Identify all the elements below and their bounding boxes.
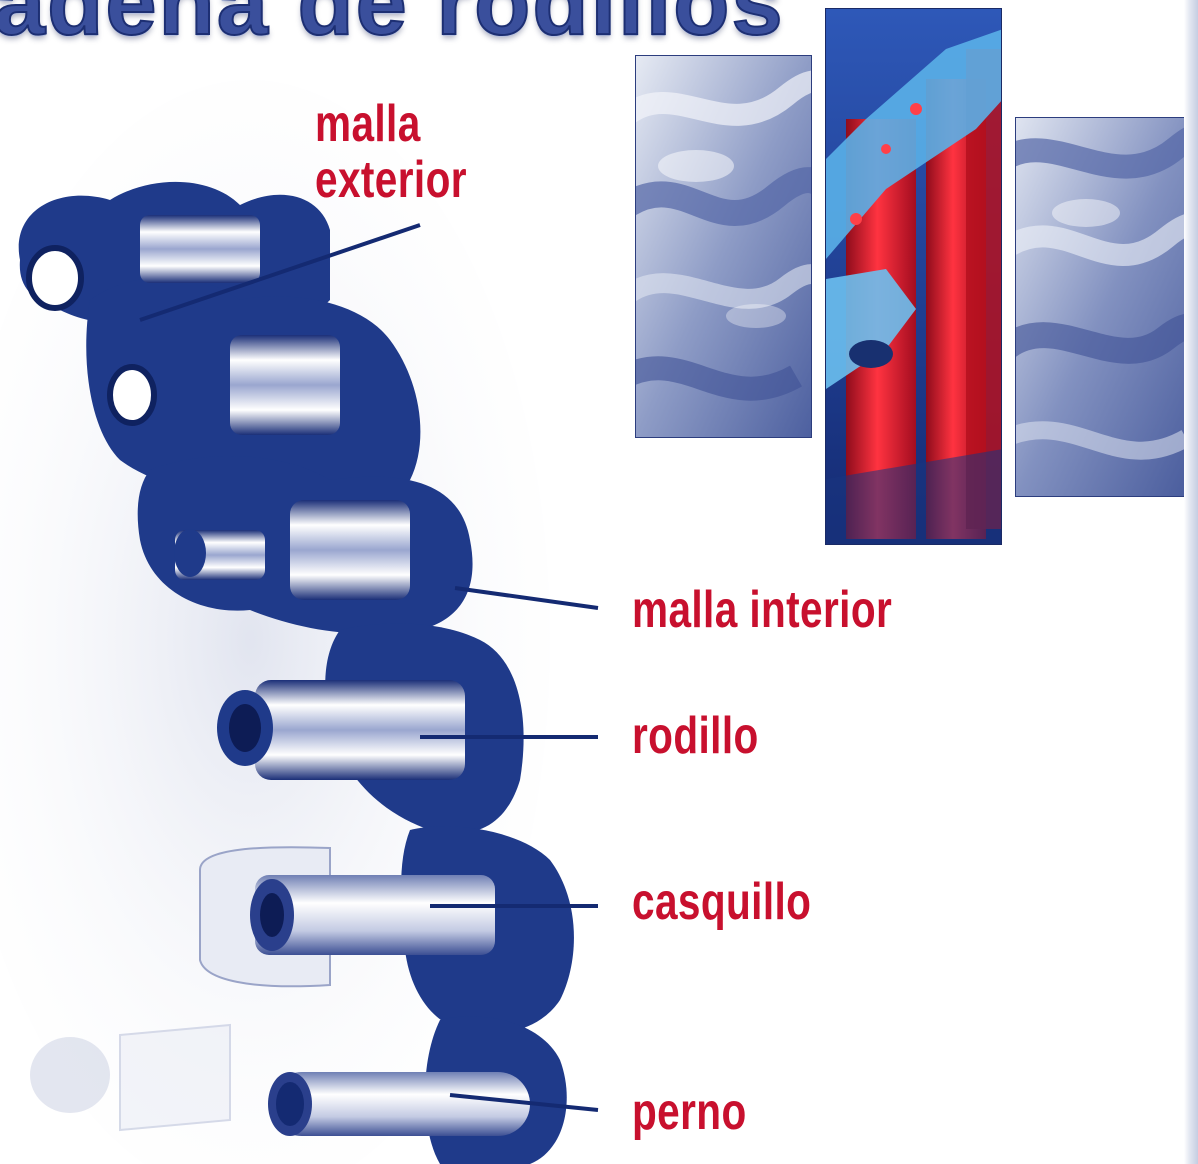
label-outer-link-line2: exterior	[315, 152, 533, 208]
pin	[268, 1072, 530, 1136]
roller-3	[290, 500, 410, 600]
label-inner-link: malla interior	[632, 580, 892, 640]
label-pin: perno	[632, 1082, 747, 1142]
roller-exposed	[255, 680, 465, 780]
loose-bushing-piece	[30, 1025, 230, 1130]
label-bushing: casquillo	[632, 872, 811, 932]
roller-2	[230, 335, 340, 435]
label-outer-link: malla exterior	[315, 96, 533, 208]
roller-1	[140, 215, 260, 283]
label-roller: rodillo	[632, 706, 759, 766]
label-outer-link-line1: malla	[315, 96, 533, 152]
